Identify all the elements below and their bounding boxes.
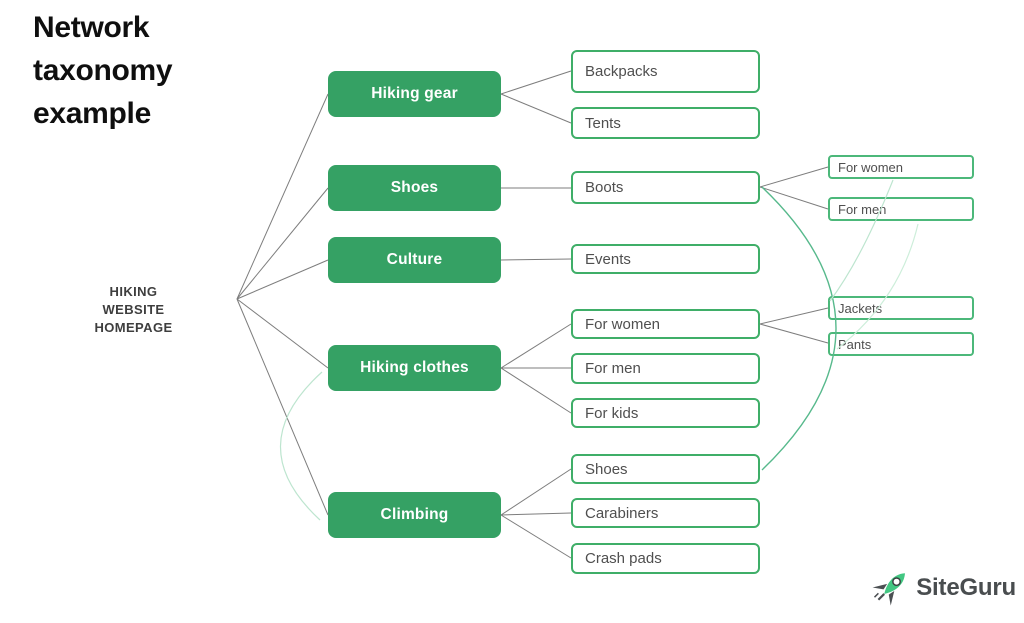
node-boots-for-men: For men: [828, 197, 974, 221]
logo-text: SiteGuru: [916, 574, 1016, 601]
root-label-line: HOMEPAGE: [94, 320, 173, 335]
root-label-line: WEBSITE: [102, 302, 165, 317]
root-node-label: HIKING WEBSITE HOMEPAGE: [56, 283, 211, 337]
node-boots-for-women: For women: [828, 155, 974, 179]
node-backpacks: Backpacks: [571, 50, 760, 93]
rocket-icon: [872, 573, 906, 606]
node-for-kids: For kids: [571, 398, 760, 428]
node-hiking-gear: Hiking gear: [328, 71, 501, 117]
root-label-line: HIKING: [109, 284, 158, 299]
page-title: Network taxonomy example: [33, 11, 173, 130]
node-events: Events: [571, 244, 760, 274]
node-for-men: For men: [571, 353, 760, 384]
node-culture: Culture: [328, 237, 501, 283]
node-shoes: Shoes: [328, 165, 501, 211]
node-jackets: Jackets: [828, 296, 974, 320]
node-for-women: For women: [571, 309, 760, 339]
node-climbing: Climbing: [328, 492, 501, 538]
node-crash-pads: Crash pads: [571, 543, 760, 574]
node-carabiners: Carabiners: [571, 498, 760, 528]
node-tents: Tents: [571, 107, 760, 139]
node-pants: Pants: [828, 332, 974, 356]
node-boots: Boots: [571, 171, 760, 204]
siteguru-logo: SiteGuru: [870, 563, 1016, 613]
node-climbing-shoes: Shoes: [571, 454, 760, 484]
node-hiking-clothes: Hiking clothes: [328, 345, 501, 391]
